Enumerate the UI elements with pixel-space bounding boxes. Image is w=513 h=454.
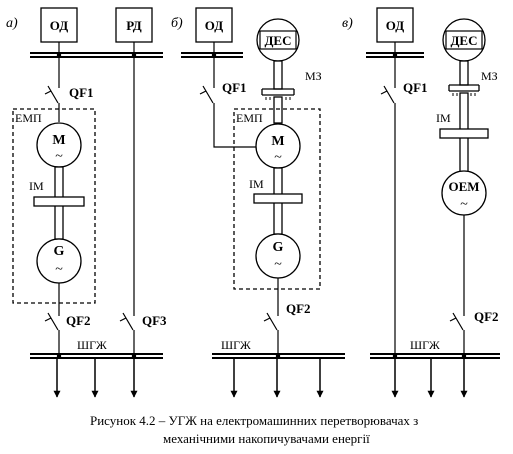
panel-b-qf1-label: QF1 <box>222 80 247 95</box>
panel-b-des-label: ДЕС <box>264 33 291 48</box>
caption-line-1: Рисунок 4.2 – УГЖ на електромашинних пер… <box>90 413 418 428</box>
panel-c-letter: в) <box>342 16 353 31</box>
panel-c-od-box <box>376 7 414 43</box>
panel-c-mz-label: МЗ <box>481 69 498 83</box>
panel-a-im-label: ІМ <box>29 179 44 193</box>
panel-b-emp-frame <box>233 108 321 290</box>
panel-c-im-label: ІМ <box>436 111 451 125</box>
panel-c-qf1-label: QF1 <box>403 80 428 95</box>
panel-b-mz-label: МЗ <box>305 69 322 83</box>
panel-b-bus-label: ШГЖ <box>221 338 251 352</box>
panel-b-generator-letter: G <box>273 240 284 255</box>
panel-a-node <box>131 52 137 58</box>
panel-a-bus <box>30 353 163 359</box>
panel-a-qf1-breaker <box>44 85 59 104</box>
panel-a-qf1-label: QF1 <box>69 85 94 100</box>
panel-a-top-bus <box>30 52 163 58</box>
panel-c-upper-shaft <box>459 60 469 86</box>
panel-a-od-box <box>40 7 78 43</box>
panel-b-od-label: ОД <box>205 18 223 33</box>
panel-a: а) ОД РД QF1 ЕМП M ~ ІМ <box>6 7 167 398</box>
panel-a-qf3-label: QF3 <box>142 313 167 328</box>
panel-b-mid-shaft <box>273 96 283 124</box>
panel-b-qf2-breaker <box>263 312 278 331</box>
panel-c-oem-tilde: ~ <box>460 197 468 212</box>
panel-a-bus-label: ШГЖ <box>77 338 107 352</box>
panel-b-qf1-breaker <box>199 85 214 104</box>
panel-c: в) ОД ДЕС МЗ ІМ ОЕМ ~ <box>342 7 500 398</box>
panel-a-qf2-breaker <box>44 312 59 331</box>
panel-a-rd-label: РД <box>126 18 142 33</box>
panel-c-bus <box>370 353 500 359</box>
panel-c-flywheel <box>439 128 489 139</box>
panel-a-qf3-breaker <box>119 312 134 331</box>
panel-c-bus-label: ШГЖ <box>410 338 440 352</box>
panel-b-emp-label: ЕМП <box>236 111 263 125</box>
panel-b: б) ОД ДЕС МЗ <box>171 7 345 398</box>
panel-b-qf2-label: QF2 <box>286 301 311 316</box>
panel-b-coupling <box>261 88 295 100</box>
panel-c-qf1-breaker <box>380 85 395 104</box>
panel-b-letter: б) <box>171 16 183 31</box>
panel-a-qf2-label: QF2 <box>66 313 91 328</box>
panel-b-top-bus <box>181 52 243 58</box>
panel-b-im-label: ІМ <box>249 177 264 191</box>
panel-c-qf2-label: QF2 <box>474 309 499 324</box>
panel-b-flywheel <box>253 193 303 204</box>
panel-c-qf2-breaker <box>449 312 464 331</box>
panel-a-generator-tilde: ~ <box>55 262 63 277</box>
panel-b-generator-tilde: ~ <box>274 257 282 272</box>
panel-a-generator-letter: G <box>54 244 65 259</box>
panel-c-od-label: ОД <box>386 18 404 33</box>
panel-c-oem-label: ОЕМ <box>448 179 479 194</box>
panel-c-coupling <box>448 84 480 96</box>
panel-b-motor-tilde: ~ <box>274 150 282 165</box>
panel-a-node <box>56 52 62 58</box>
panel-a-flywheel <box>33 196 85 207</box>
panel-a-letter: а) <box>6 16 18 31</box>
panel-b-upper-shaft <box>273 60 283 90</box>
caption-line-2: механічними накопичувачами енергії <box>163 431 370 446</box>
panel-c-des-label: ДЕС <box>450 33 477 48</box>
panel-a-motor-letter: M <box>52 133 65 148</box>
panel-a-motor-tilde: ~ <box>55 149 63 164</box>
panel-a-od-label: ОД <box>50 18 68 33</box>
panel-b-motor-letter: M <box>271 134 284 149</box>
panel-c-des-label-box <box>445 30 483 50</box>
panel-a-emp-label: ЕМП <box>15 111 42 125</box>
panel-b-des-label-box <box>259 30 297 50</box>
panel-a-emp-frame <box>12 108 96 304</box>
